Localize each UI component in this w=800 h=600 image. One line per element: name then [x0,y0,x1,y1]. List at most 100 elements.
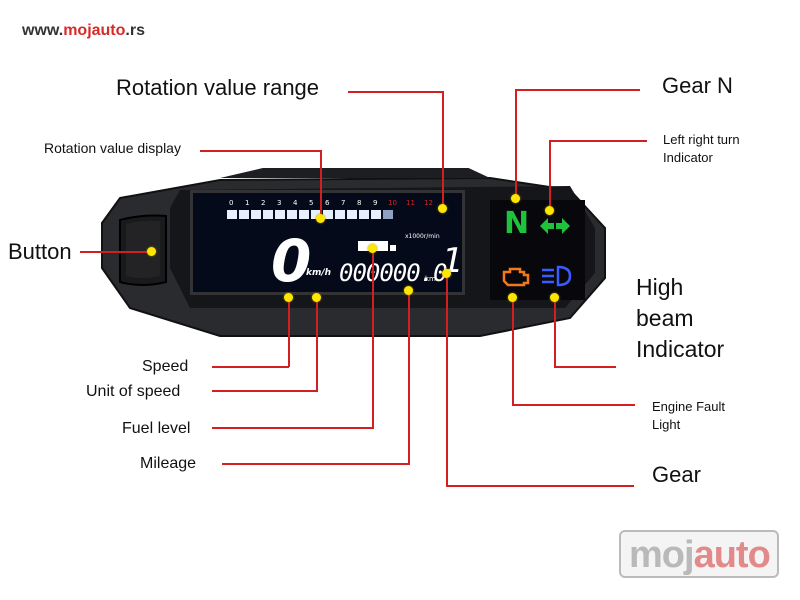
label-button: Button [8,239,72,264]
callout-line [212,390,318,392]
callout-line [316,297,318,391]
label-rotation-value-range: Rotation value range [116,75,320,100]
callout-line [200,150,322,152]
callout-line [408,290,410,464]
callout-line [320,150,322,218]
rpm-segment [335,210,345,219]
rpm-tick: 5 [309,199,314,207]
label-mileage: Mileage [140,455,197,472]
rpm-segment [359,210,369,219]
rpm-tick-red: 12 [424,199,433,207]
rpm-segment [347,210,357,219]
callout-line [80,251,152,253]
callout-line [212,366,289,368]
label-turn-indicator-line1: Left right turn [663,132,740,147]
callout-line [549,140,551,210]
rpm-tick: 8 [357,199,362,207]
label-turn-indicator-line2: Indicator [663,150,713,165]
callout-dot [511,194,520,203]
callout-dot [438,204,447,213]
callout-line [549,140,647,142]
callout-dot [284,293,293,302]
label-gear: Gear [652,462,701,487]
callout-dot [404,286,413,295]
rpm-tick: 4 [293,199,298,207]
callout-dot [368,244,377,253]
site-url[interactable]: www.mojauto.rs [22,22,145,40]
rpm-tick: 0 [229,199,234,207]
callout-line [554,366,616,368]
rpm-segment [227,210,237,219]
speed-value: 0 [271,227,312,295]
lcd-screen: 0 1 2 3 4 5 6 7 8 9 10 11 12 x1000r/min … [190,190,465,295]
callout-dot [442,269,451,278]
rpm-tick-red: 11 [406,199,415,207]
mileage-unit: km [425,275,436,283]
watermark-logo: mojauto [619,530,779,578]
rpm-scale-label: x1000r/min [405,233,440,240]
callout-line [348,91,444,93]
label-high-beam-line1: High [636,274,684,300]
label-engine-fault-line1: Engine Fault [652,399,725,414]
label-engine-fault: Engine Fault Light [652,398,725,434]
rpm-segment [263,210,273,219]
button-knob[interactable] [112,212,172,290]
callout-dot [545,206,554,215]
label-gear-n: Gear N [662,73,733,98]
callout-line [554,297,556,367]
callout-line [446,485,634,487]
mileage-value: 000000.0 [339,259,448,287]
rpm-segment [239,210,249,219]
rpm-tick: 6 [325,199,330,207]
callout-line [515,89,640,91]
rpm-segment [251,210,261,219]
rpm-segment [287,210,297,219]
watermark-text: mojauto [629,534,771,577]
label-turn-indicator: Left right turn Indicator [663,131,740,167]
watermark-part2: auto [693,534,771,576]
callout-line [512,297,514,405]
rpm-segment [371,210,381,219]
watermark-part1: moj [629,534,695,576]
site-url-brand: mojauto [63,22,126,39]
label-high-beam-line3: Indicator [636,336,725,362]
rpm-tick-red: 10 [388,199,397,207]
callout-line [515,89,517,199]
callout-dot [550,293,559,302]
rpm-segment [323,210,333,219]
label-engine-fault-line2: Light [652,417,681,432]
label-unit-of-speed: Unit of speed [86,383,181,400]
engine-fault-icon [502,267,530,287]
callout-line [442,91,444,209]
callout-line [372,248,374,428]
rpm-segment [311,210,321,219]
rpm-segment [275,210,285,219]
indicator-panel: N [490,200,585,300]
callout-line [512,404,635,406]
rpm-tick: 2 [261,199,266,207]
fuel-level-bar [390,245,396,251]
high-beam-icon [542,265,572,287]
callout-dot [316,214,325,223]
callout-dot [508,293,517,302]
speed-unit: km/h [306,268,332,278]
label-rotation-value-display: Rotation value display [44,140,181,156]
label-speed: Speed [142,358,189,375]
callout-line [212,427,374,429]
site-url-prefix: www. [22,22,64,39]
label-high-beam: High beam Indicator [636,272,724,365]
rpm-tick: 3 [277,199,282,207]
rpm-tick: 7 [341,199,346,207]
callout-line [288,297,290,367]
rpm-segment [383,210,393,219]
callout-line [222,463,410,465]
label-fuel-level: Fuel level [122,420,191,437]
neutral-indicator: N [504,206,530,241]
rpm-tick: 9 [373,199,378,207]
rpm-segment [299,210,309,219]
callout-dot [147,247,156,256]
turn-arrows-icon [540,218,570,234]
callout-dot [312,293,321,302]
rpm-tick: 1 [245,199,250,207]
label-high-beam-line2: beam [636,305,694,331]
